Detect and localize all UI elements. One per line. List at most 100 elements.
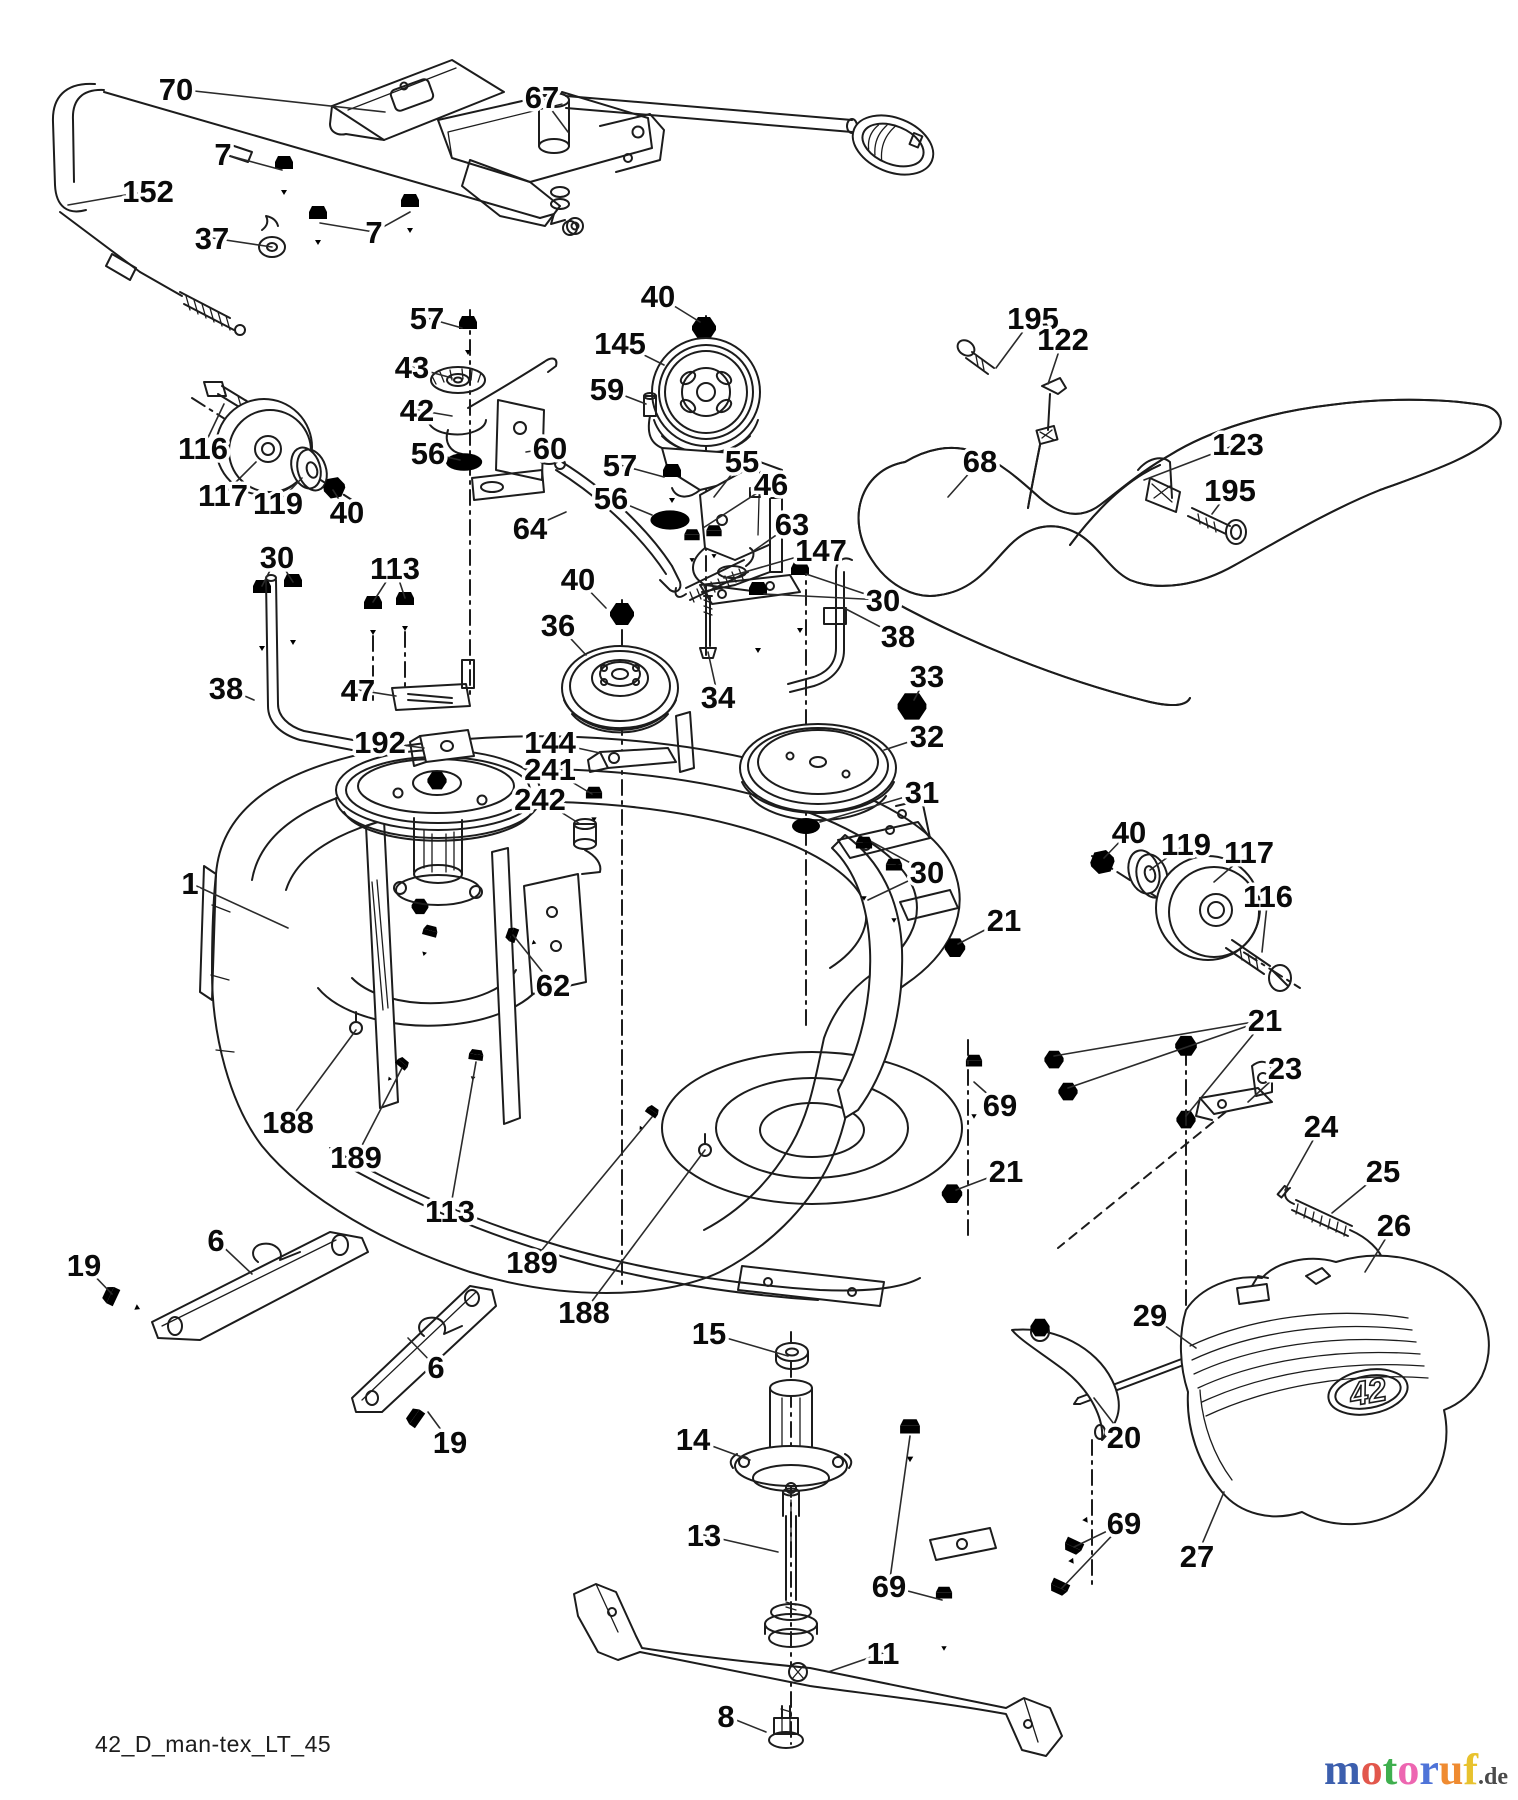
part-label: 7 — [214, 137, 231, 172]
leader-line — [610, 497, 653, 516]
part-label: 40 — [330, 495, 364, 530]
part-label: 27 — [1180, 1539, 1214, 1574]
part-label: 26 — [1377, 1208, 1411, 1243]
flat-idler-cluster — [561, 599, 695, 1286]
leader-line — [1247, 1067, 1286, 1103]
part-label: 55 — [725, 444, 759, 479]
leader-line — [707, 651, 719, 698]
part-label: 33 — [910, 659, 944, 694]
leader-line — [805, 573, 884, 601]
clutch-control-assembly — [51, 59, 935, 336]
spindle-blade-assembly — [573, 1331, 1063, 1757]
leader-line — [541, 96, 569, 133]
leader-lines — [67, 88, 1395, 1733]
leader-line — [529, 511, 567, 529]
watermark-letter: r — [1419, 1745, 1439, 1794]
leader-line — [708, 1332, 789, 1357]
part-label: 241 — [524, 752, 576, 787]
leader-line — [819, 791, 923, 823]
part-label: 70 — [159, 72, 193, 107]
part-label: 116 — [1243, 879, 1293, 914]
leader-line — [703, 1534, 779, 1553]
leader-line — [225, 687, 255, 701]
part-label: 192 — [354, 725, 406, 760]
part-label: 47 — [341, 673, 375, 708]
leader-line — [357, 689, 397, 697]
leader-line — [411, 366, 453, 379]
part-label: 67 — [525, 80, 559, 115]
leader-line — [1364, 1224, 1395, 1273]
gauge-wheel-right — [1088, 848, 1301, 992]
part-label: 14 — [676, 1422, 711, 1457]
part-label: 117 — [1224, 835, 1274, 870]
part-label: 30 — [260, 540, 294, 575]
leader-line — [702, 483, 772, 529]
leader-line — [1067, 1019, 1266, 1089]
leader-line — [261, 556, 278, 587]
leader-line — [843, 607, 899, 637]
part-label: 20 — [1107, 1420, 1141, 1455]
leader-line — [276, 556, 294, 583]
leader-line — [373, 211, 411, 233]
leader-line — [319, 222, 375, 233]
leader-line — [751, 523, 793, 553]
part-label: 30 — [910, 855, 944, 890]
leader-line — [1261, 895, 1269, 953]
part-label: 23 — [1268, 1051, 1302, 1086]
leader-line — [1053, 1019, 1266, 1057]
idler-arm-cluster — [427, 309, 801, 701]
watermark-letter: m — [1324, 1745, 1361, 1794]
part-label: 1 — [181, 866, 198, 901]
leader-line — [355, 1067, 403, 1158]
watermark-word: motoruf — [1324, 1745, 1478, 1794]
part-label: 19 — [433, 1425, 467, 1460]
leader-line — [888, 1435, 911, 1587]
leader-line — [557, 624, 587, 656]
part-label: 21 — [1248, 1003, 1282, 1038]
part-label: 38 — [881, 619, 915, 654]
leader-line — [549, 768, 593, 795]
part-label: 113 — [370, 551, 420, 586]
leader-line — [763, 593, 884, 601]
part-label: 7 — [365, 215, 382, 250]
part-label: 57 — [410, 301, 444, 336]
part-label: 21 — [989, 1154, 1023, 1189]
part-label: 34 — [701, 680, 736, 715]
leader-line — [427, 1411, 451, 1443]
part-label: 123 — [1212, 427, 1264, 462]
part-label: 189 — [330, 1140, 382, 1175]
leader-line — [888, 1585, 943, 1601]
leader-line — [512, 934, 554, 986]
part-label: 8 — [717, 1699, 734, 1734]
leader-line — [372, 567, 396, 603]
deck-size-emblem: 42 — [1346, 1370, 1390, 1413]
leader-line — [1213, 851, 1250, 883]
leader-line — [549, 741, 601, 754]
part-label: 46 — [754, 467, 788, 502]
part-label: 29 — [1133, 1298, 1167, 1333]
leader-line — [215, 1239, 253, 1275]
leader-line — [1061, 1522, 1125, 1589]
leader-line — [287, 1029, 357, 1123]
leader-line — [713, 460, 743, 498]
part-label: 36 — [541, 608, 575, 643]
watermark-letter: t — [1382, 1745, 1398, 1794]
leader-line — [539, 798, 581, 825]
leader-line — [955, 1170, 1007, 1191]
part-label: 62 — [536, 968, 570, 1003]
leader-line — [1196, 1491, 1225, 1557]
leader-line — [1211, 489, 1231, 515]
part-label: 40 — [1112, 815, 1146, 850]
part-label: 69 — [1107, 1506, 1141, 1541]
leader-line — [189, 882, 289, 929]
leader-line — [619, 464, 665, 478]
part-label: 30 — [866, 583, 900, 618]
part-label: 116 — [178, 431, 228, 466]
part-label: 119 — [1161, 827, 1211, 862]
part-label: 37 — [195, 221, 229, 256]
leader-line — [867, 871, 928, 901]
leader-line — [995, 317, 1034, 369]
